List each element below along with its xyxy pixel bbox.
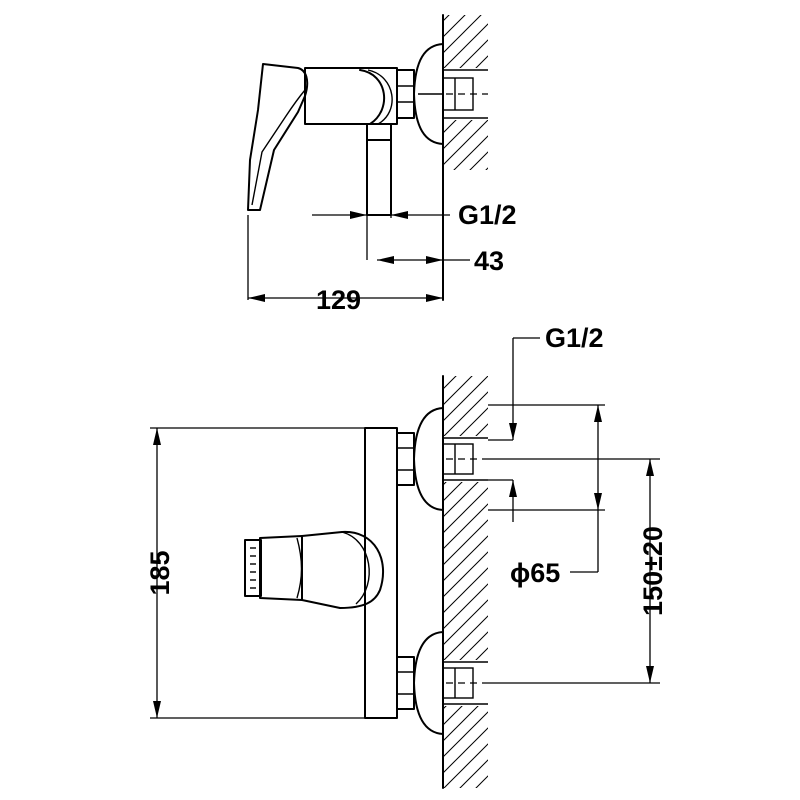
front-upper-nut xyxy=(396,432,415,486)
front-thread-label: G1/2 xyxy=(545,323,604,353)
top-handle-lever xyxy=(247,63,309,211)
front-flange-diameter-dimension xyxy=(488,404,605,573)
top-depth-label: 129 xyxy=(316,285,361,315)
top-nut xyxy=(396,69,415,119)
top-outlet xyxy=(366,123,392,216)
front-handle xyxy=(244,530,385,609)
top-thread-label: G1/2 xyxy=(458,200,517,230)
front-thread-dimension xyxy=(488,337,540,522)
front-spacing-dimension xyxy=(488,458,660,684)
top-depth-dimension xyxy=(247,215,443,302)
front-height-label: 185 xyxy=(145,550,175,595)
front-height-dimension xyxy=(150,427,365,719)
top-thread-dimension xyxy=(312,211,450,260)
top-body xyxy=(304,67,398,125)
front-spacing-label: 150±20 xyxy=(638,526,668,616)
front-view: G1/2 ϕ65 185 150±20 xyxy=(145,323,668,789)
top-offset-dimension xyxy=(377,256,470,264)
front-mixer-body xyxy=(364,427,398,719)
front-lower-nut xyxy=(396,656,415,710)
front-upper-flange xyxy=(413,407,444,511)
top-offset-label: 43 xyxy=(474,246,504,276)
front-upper-connector xyxy=(396,407,488,511)
front-lower-flange xyxy=(413,631,444,735)
top-view: G1/2 43 129 xyxy=(247,14,517,315)
front-flange-diameter-label: ϕ65 xyxy=(510,558,560,588)
